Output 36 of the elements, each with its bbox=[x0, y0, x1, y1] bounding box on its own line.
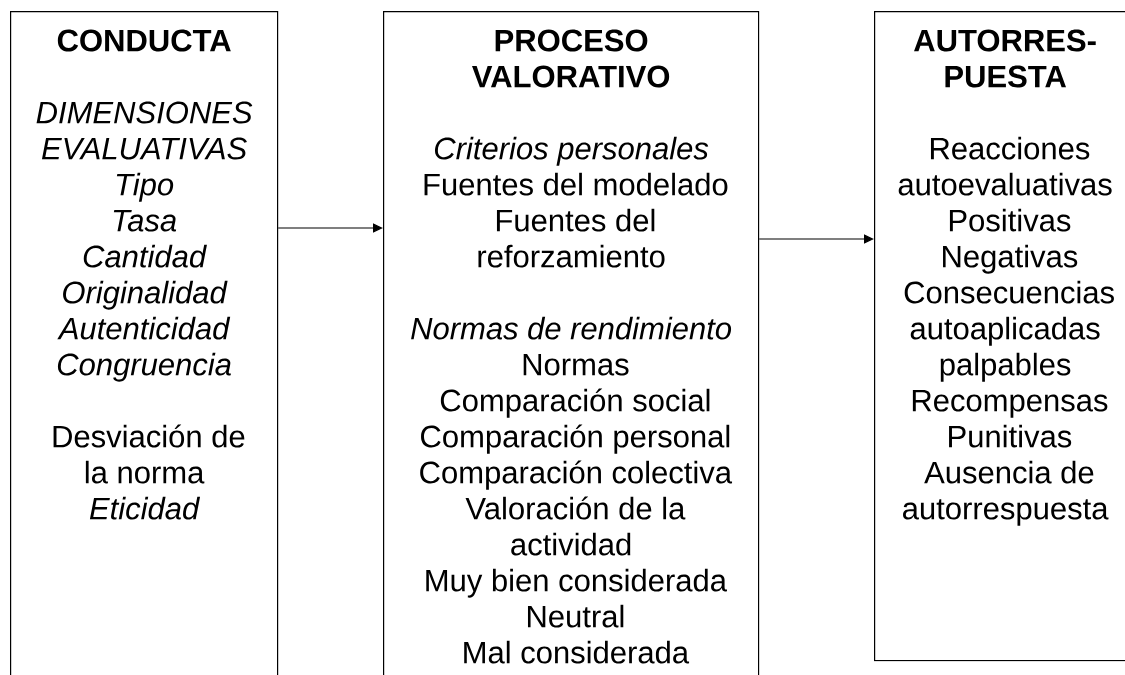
heading: AUTORRES-PUESTA bbox=[914, 29, 1096, 88]
item-text: DIMENSIONES EVALUATIVAS bbox=[36, 101, 253, 160]
item-text: Comparación personal bbox=[421, 424, 730, 454]
column-box bbox=[10, 11, 279, 675]
item-text: Normas bbox=[523, 353, 629, 376]
item-text: Fuentes del reforzamiento bbox=[478, 208, 665, 268]
item-text: Autenticidad bbox=[57, 316, 231, 340]
item-text: Muy bien considerada bbox=[426, 568, 727, 598]
item-text: Recompensas bbox=[912, 389, 1108, 418]
item-text: Comparación social bbox=[440, 388, 710, 418]
item-text: Criterios personales bbox=[435, 136, 709, 166]
item-text: Originalidad bbox=[63, 280, 228, 310]
item-text: Comparación colectiva bbox=[420, 460, 733, 490]
item-text: Fuentes del modelado bbox=[424, 172, 728, 196]
arrow bbox=[758, 234, 874, 244]
column-box bbox=[874, 11, 1125, 662]
column-box bbox=[383, 11, 760, 675]
item-text: Tasa bbox=[113, 209, 177, 232]
item-text: Consecuencias autoaplicadas palpables bbox=[904, 280, 1114, 382]
heading: PROCESO VALORATIVO bbox=[472, 29, 670, 88]
item-text: Tipo bbox=[116, 172, 174, 202]
item-text: Punitivas bbox=[949, 424, 1072, 448]
item-text: Ausencia de autorrespuesta bbox=[903, 460, 1109, 526]
item-text: Congruencia bbox=[57, 352, 231, 382]
heading: CONDUCTA bbox=[57, 29, 231, 52]
item-text: Normas de rendimiento bbox=[411, 316, 732, 340]
item-text: Cantidad bbox=[83, 244, 207, 268]
item-text: Eticidad bbox=[89, 496, 201, 520]
item-text: Neutral bbox=[528, 604, 624, 628]
item-text: Negativas bbox=[943, 244, 1078, 274]
item-text: Reacciones autoevaluativas bbox=[898, 136, 1112, 196]
arrow bbox=[277, 223, 383, 233]
item-text: Mal considerada bbox=[464, 640, 690, 664]
item-text: Positivas bbox=[949, 208, 1071, 232]
item-text: Valoración de la actividad bbox=[465, 496, 686, 556]
item-text: Desviación de la norma bbox=[53, 424, 245, 484]
